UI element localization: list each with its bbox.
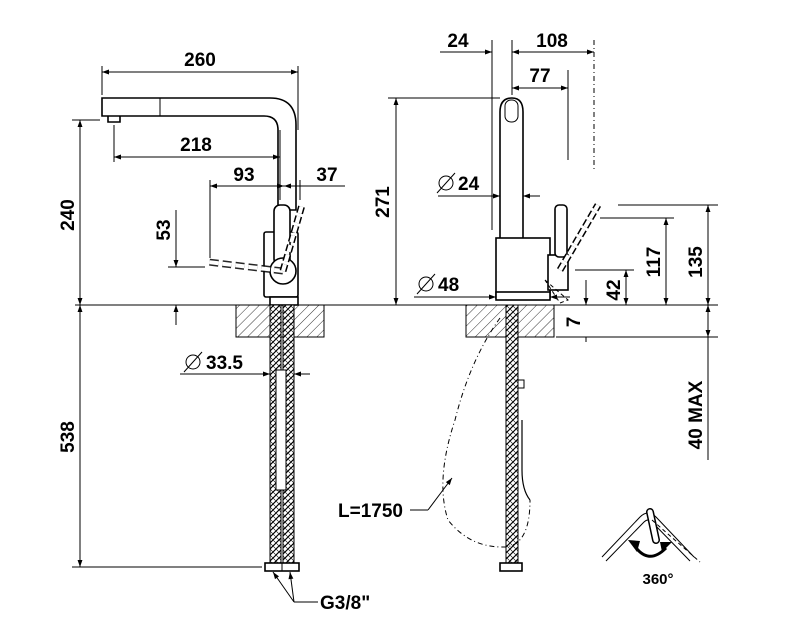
dim-d24: 24	[458, 174, 480, 195]
dim-40max: 40 MAX	[686, 380, 707, 449]
dim-7: 7	[564, 317, 585, 328]
dim-135: 135	[686, 246, 707, 278]
thread-label: G3/8"	[320, 593, 370, 614]
dim-24: 24	[447, 31, 469, 52]
dim-77: 77	[529, 66, 550, 87]
dim-240: 240	[58, 199, 79, 231]
dim-538: 538	[58, 421, 79, 453]
spout-pipe-front	[499, 97, 524, 240]
diameter-symbol-icon	[436, 172, 456, 194]
shank	[275, 369, 287, 491]
supply-hose-front	[505, 304, 519, 564]
rotation-label: 360°	[642, 571, 673, 588]
side-view: 260 218 93 37 240 53 538 33.5	[58, 50, 390, 614]
base-ring	[269, 296, 299, 306]
faucet-lever-front	[554, 204, 568, 258]
dim-53: 53	[154, 219, 175, 240]
dim-d335: 33.5	[206, 353, 243, 374]
dim-218: 218	[180, 135, 212, 156]
pull-out-hose	[442, 317, 531, 548]
dim-42: 42	[604, 279, 625, 300]
dim-260: 260	[184, 50, 216, 71]
dim-93: 93	[233, 165, 254, 186]
faucet-body-front	[495, 237, 551, 299]
rotation-view: 360°	[601, 508, 701, 588]
dim-271: 271	[373, 186, 394, 218]
diameter-symbol-icon	[416, 273, 436, 295]
hose-length-label: L=1750	[338, 501, 403, 522]
rotation-arrow-icon	[628, 540, 672, 558]
dim-117: 117	[644, 247, 665, 278]
spout-outlet	[107, 116, 121, 123]
front-view: 24 108 77 271 24 48 135 117	[338, 31, 718, 572]
dim-d48: 48	[438, 275, 459, 296]
dim-37: 37	[316, 165, 337, 186]
dim-108: 108	[536, 31, 568, 52]
diameter-symbol-icon	[183, 351, 203, 373]
